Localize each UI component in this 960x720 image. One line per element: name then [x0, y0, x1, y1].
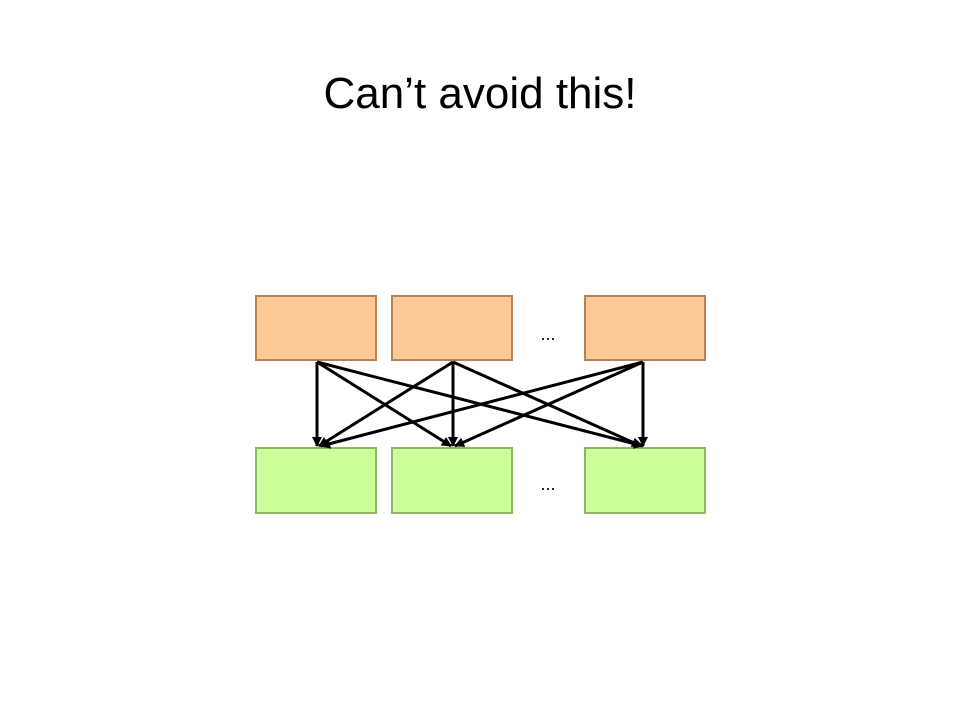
arrow-top2-bottom1 [318, 360, 454, 448]
bottom-box-1 [255, 447, 377, 514]
top-box-3 [584, 295, 706, 361]
top-row-ellipsis: ... [540, 324, 555, 344]
arrow-top3-bottom2 [454, 360, 644, 448]
bottom-box-3 [584, 447, 706, 514]
top-box-1 [255, 295, 377, 361]
bottom-row-ellipsis: ... [540, 474, 555, 494]
bottom-box-2 [391, 447, 513, 514]
arrow-top3-bottom1 [320, 360, 644, 449]
top-box-2 [391, 295, 513, 361]
slide-title: Can’t avoid this! [323, 69, 637, 118]
